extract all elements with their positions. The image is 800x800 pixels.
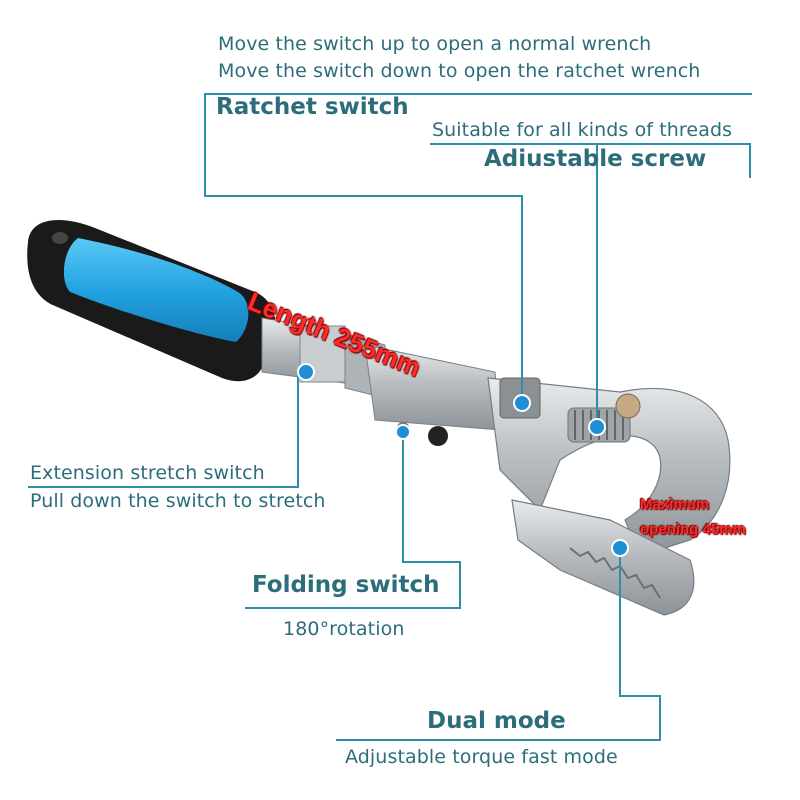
screw-callout-line — [430, 143, 751, 178]
max-opening-line2: opening 45mm — [640, 521, 746, 538]
max-opening-line1: Maximum — [640, 496, 710, 513]
dual-callout-line — [336, 550, 661, 741]
ratchet-pointer-dot — [513, 394, 531, 412]
ratchet-desc-line1: Move the switch up to open a normal wren… — [218, 33, 652, 55]
extension-callout-line — [28, 372, 299, 488]
dual-title: Dual mode — [427, 708, 566, 734]
folding-title: Folding switch — [252, 572, 440, 598]
ratchet-switch-title: Ratchet switch — [216, 94, 409, 120]
wrench-handle — [27, 219, 276, 382]
folding-pointer-dot — [395, 424, 411, 440]
wrench-head — [487, 377, 731, 616]
folding-callout-line — [245, 434, 461, 609]
extension-line1: Extension stretch switch — [30, 462, 265, 484]
dual-subtitle: Adjustable torque fast mode — [345, 746, 618, 768]
extension-line2: Pull down the switch to stretch — [30, 490, 326, 512]
ratchet-callout-line — [204, 93, 752, 400]
extension-collar — [261, 317, 386, 399]
folding-subtitle: 180°rotation — [283, 618, 405, 640]
screw-subtitle: Suitable for all kinds of threads — [432, 119, 733, 141]
extension-pointer-dot — [297, 363, 315, 381]
screw-pointer-dot — [588, 418, 606, 436]
ratchet-desc-line2: Move the switch down to open the ratchet… — [218, 60, 701, 82]
screw-title: Adiustable screw — [484, 146, 707, 172]
dual-pointer-dot — [611, 539, 629, 557]
